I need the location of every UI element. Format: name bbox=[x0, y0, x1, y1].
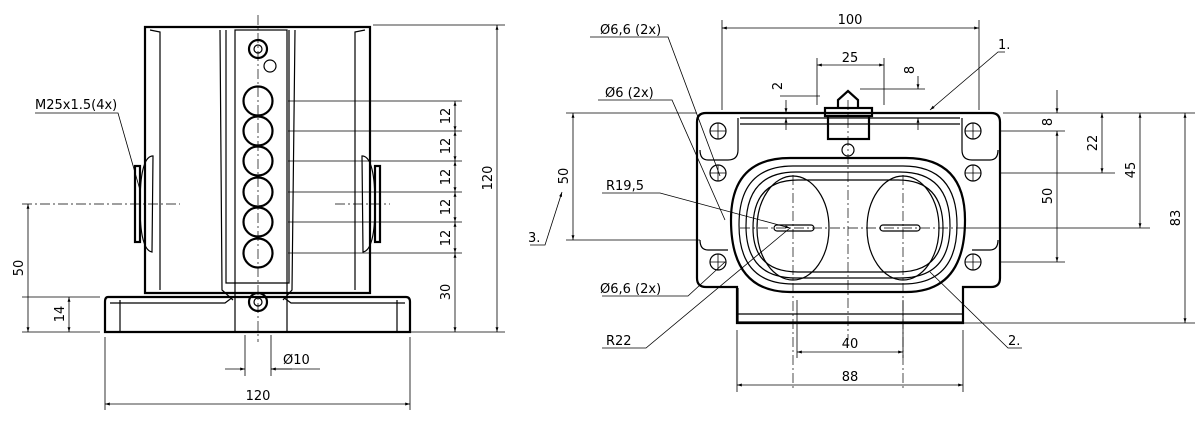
base-height-dim: 14 bbox=[53, 306, 68, 323]
bottom-offset-dim: 30 bbox=[439, 284, 454, 301]
dim-50-right: 50 bbox=[1041, 188, 1056, 205]
pitch-dim: 12 bbox=[439, 108, 454, 125]
callout-3: 3. bbox=[528, 231, 540, 246]
screw-bottom-icon bbox=[247, 291, 269, 313]
hole-6-label: Ø6 (2x) bbox=[605, 86, 654, 101]
radius-inner-label: R19,5 bbox=[606, 179, 644, 194]
seal-oval bbox=[729, 156, 967, 294]
pitch-dim: 12 bbox=[439, 199, 454, 216]
housing-base bbox=[103, 295, 412, 334]
led-strip bbox=[234, 29, 288, 333]
pitch-dim: 12 bbox=[439, 138, 454, 155]
dim-8-top: 8 bbox=[903, 66, 918, 74]
small-hole bbox=[263, 59, 277, 73]
width-top-dim: 100 bbox=[838, 13, 863, 28]
dim-45: 45 bbox=[1124, 162, 1139, 179]
dim-88: 88 bbox=[842, 370, 859, 385]
dim-50-left: 50 bbox=[557, 168, 572, 185]
pitch-dim: 12 bbox=[439, 169, 454, 186]
height-dim: 120 bbox=[481, 166, 496, 191]
side-view: Ø6,6 (2x) Ø6 (2x) R19,5 Ø6,6 (2x) R22 10… bbox=[528, 13, 1195, 392]
indicator-lamps bbox=[242, 85, 274, 269]
screw-top-icon bbox=[247, 38, 269, 60]
hole-66-bottom-label: Ø6,6 (2x) bbox=[600, 282, 661, 297]
callout-2: 2. bbox=[1008, 334, 1020, 349]
dim-22: 22 bbox=[1086, 135, 1101, 152]
callout-1: 1. bbox=[998, 38, 1010, 53]
dim-8-right: 8 bbox=[1041, 118, 1056, 126]
hole-66-top-label: Ø6,6 (2x) bbox=[600, 23, 661, 38]
radius-outer-label: R22 bbox=[606, 334, 632, 349]
dim-83: 83 bbox=[1169, 210, 1184, 227]
thread-label: M25x1.5(4x) bbox=[35, 98, 117, 113]
dim-40: 40 bbox=[842, 337, 859, 352]
front-view: M25x1.5(4x) 12 12 12 12 12 30 120 50 14 … bbox=[12, 15, 505, 410]
axis-height-dim: 50 bbox=[12, 260, 27, 277]
mounting-holes bbox=[709, 122, 982, 271]
actuator-dim: 25 bbox=[842, 51, 859, 66]
width-dim: 120 bbox=[246, 389, 271, 404]
dim-2: 2 bbox=[771, 82, 786, 90]
hole-diameter-dim: Ø10 bbox=[283, 353, 310, 368]
pitch-dim: 12 bbox=[439, 230, 454, 247]
